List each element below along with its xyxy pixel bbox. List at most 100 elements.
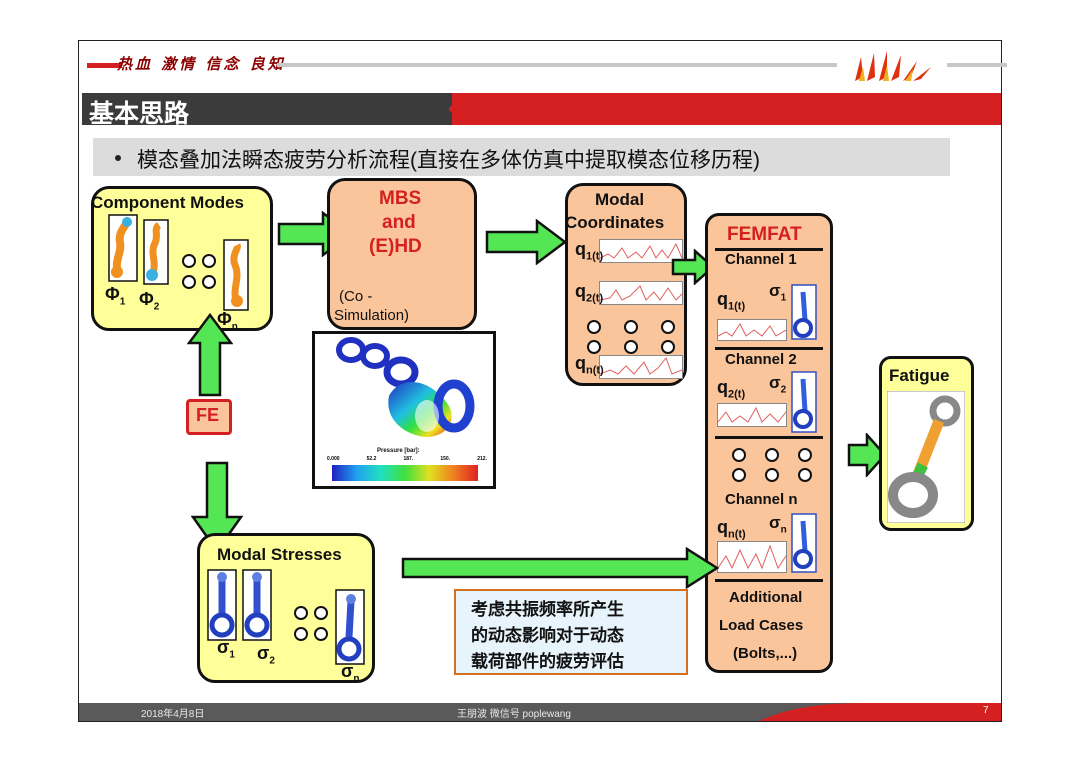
pressure-ticks: 0.000 52.2 187. 150. 212. [327,456,487,462]
stress-dots-icon [291,603,331,645]
note-box [454,589,688,675]
bullet-banner [93,138,950,176]
mode-n-sub: n [231,321,238,333]
femfat-qn-q: q [717,517,728,537]
mode-label-n: Φn [217,309,238,333]
femfat-q2: q2(t) [717,377,745,401]
mbs-sub2: Simulation) [334,307,410,324]
channeln-signal-plot [717,541,787,573]
bullet-text: 模态叠加法瞬态疲劳分析流程(直接在多体仿真中提取模态位移历程) [137,149,760,172]
arrow-coords-to-femfat [671,249,715,285]
fatigue-title: Fatigue [889,366,950,385]
slogan-bar [87,63,122,68]
channel2-stress-plot [791,371,817,433]
mode-label-2: Φ2 [139,289,160,313]
channeln-stress-plot [791,513,817,573]
mbs-box [327,178,477,330]
footer-page: 7 [983,705,989,716]
fatigue-conrod-graphic [887,391,965,523]
mode-1-sub: 1 [119,296,126,308]
modal-coords-title2: Coordinates [565,213,665,232]
fe-box [186,399,232,435]
ellipsis-dots-icon [179,251,219,293]
slogan-line [277,63,837,67]
mode-2-sub: 2 [153,301,160,313]
pressure-tick-4: 150. [440,456,451,462]
femfat-q1: q1(t) [717,289,745,313]
title-bar-red [452,93,1001,125]
mbs-sub1: (Co - [339,288,373,305]
title-dot-icon [449,106,455,112]
femfat-channel-2: Channel 2 [725,351,797,368]
pressure-label: Pressure [bar]: [377,448,420,454]
femfat-qn-sub: n(t) [728,528,746,541]
bearing-shell-graphic [336,337,475,437]
mbs-line1: MBS [379,188,422,209]
femfat-add3: (Bolts,...) [733,645,798,662]
stress-1-sub: 1 [229,649,235,661]
footer-author: 王朋波 微信号 poplewang [457,709,571,720]
femfat-s2-sub: 2 [780,384,787,396]
femfat-add1: Additional [729,589,803,606]
arrow-mbs-to-coords [485,219,567,265]
arrow-fe-to-modes [187,313,233,397]
mode-shape-n [223,239,249,311]
q2-signal-plot [599,281,683,305]
modal-coords-title1: Modal [595,190,645,209]
pressure-tick-3: 187. [403,456,414,462]
stress-label-2: σ2 [257,643,275,667]
pressure-colorbar [332,465,478,481]
footer-date: 2018年4月8日 [141,709,205,720]
qn-signal-plot [599,355,683,379]
mode-shape-1 [108,214,138,282]
stress-2-sub: 2 [269,655,275,667]
femfat-sn-sub: n [780,524,787,536]
qn-sub: n(t) [586,364,604,377]
channel2-signal-plot [717,403,787,427]
arrow-femfat-to-fatigue [847,433,887,477]
q2-sub: 2(t) [586,292,604,305]
title-bar [82,93,452,125]
arrow-stresses-to-femfat [401,547,719,589]
pressure-tick-5: 212. [477,456,487,462]
note-line2: 的动态影响对于动态 [471,626,624,645]
pressure-tick-2: 52.2 [366,456,377,462]
femfat-q2-q: q [717,377,728,397]
femfat-divider-1 [715,248,823,251]
mode-shape-2 [143,219,169,285]
q2-q: q [575,281,586,301]
stress-label-1: σ1 [217,637,235,661]
femfat-divider-3 [715,436,823,439]
femfat-q2-sub: 2(t) [728,388,746,401]
q2-label: q2(t) [575,281,603,305]
note-line1: 考虑共振频率所产生 [471,600,624,619]
femfat-add2: Load Cases [719,617,804,634]
component-modes-title: Component Modes [91,193,244,212]
femfat-channel-1: Channel 1 [725,251,797,268]
femfat-q1-sub: 1(t) [728,300,746,313]
femfat-title: FEMFAT [727,224,802,245]
slide: 热血 激情 信念 良知 基本思路 模态叠加法瞬态疲劳分析流程(直接在多体仿真中提… [78,40,1007,722]
femfat-q1-q: q [717,289,728,309]
femfat-s2: σ2 [769,373,787,396]
page-title: 基本思路 [89,100,190,128]
fe-label: FE [196,405,220,425]
pressure-tick-1: 0.000 [327,456,340,462]
q1-q: q [575,239,586,259]
femfat-channel-n: Channel n [725,491,798,508]
femfat-sn: σn [769,513,787,536]
stress-shape-1 [207,569,237,641]
footer-red-swoosh [759,703,1001,721]
stress-shape-n [335,589,365,665]
q1-sub: 1(t) [586,250,604,263]
flame-logo-icon [855,51,931,81]
stress-n-sub: n [353,673,360,685]
note-line3: 载荷部件的疲劳评估 [471,652,624,671]
mbs-line3: (E)HD [369,236,422,257]
mode-label-1: Φ1 [105,284,126,308]
qn-label: qn(t) [575,353,604,377]
channel1-signal-plot [717,319,787,341]
coords-dots-icon [584,317,675,357]
femfat-qn: qn(t) [717,517,746,541]
modal-stresses-title: Modal Stresses [217,545,342,564]
